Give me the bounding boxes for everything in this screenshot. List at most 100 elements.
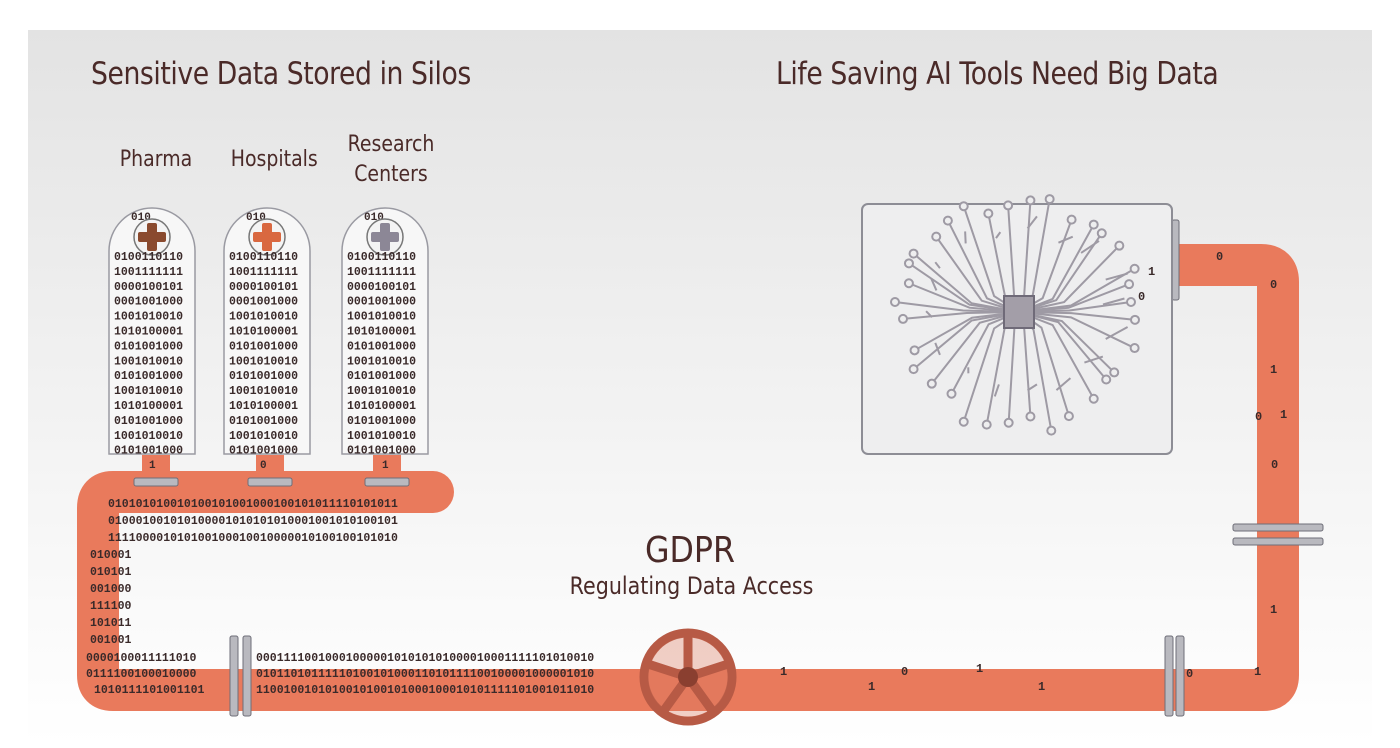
silo-binary-row: 0001001000 bbox=[114, 296, 183, 309]
circuit-branch bbox=[1102, 297, 1125, 306]
silo-binary-row: 1001010010 bbox=[229, 385, 298, 398]
pipe-binary-vertical: 010101 bbox=[90, 566, 132, 579]
pipe-binary-bottom-left: 0000100011111010 bbox=[86, 652, 197, 665]
silo-binary-row: 0100110110 bbox=[114, 251, 183, 264]
silo-tab-bit: 1 bbox=[382, 460, 389, 472]
scattered-bit: 1 bbox=[780, 665, 787, 679]
silo-label-research: Research Centers bbox=[347, 132, 435, 187]
circuit-node bbox=[958, 201, 969, 212]
circuit-node bbox=[1025, 195, 1036, 206]
pipe-binary-vertical: 010001 bbox=[90, 549, 132, 562]
pipe-binary-vertical: 101011 bbox=[90, 617, 132, 630]
scattered-bit: 0 bbox=[1216, 250, 1223, 264]
circuit-node bbox=[890, 297, 900, 307]
silo-binary-row: 1001010010 bbox=[114, 385, 183, 398]
circuit-node bbox=[1129, 314, 1140, 325]
scattered-bit: 0 bbox=[1270, 278, 1277, 292]
silo-binary-row: 0001001000 bbox=[347, 296, 416, 309]
circuit-node bbox=[898, 313, 909, 324]
circuit-branch bbox=[995, 231, 1002, 239]
scattered-bit: 0 bbox=[1271, 458, 1278, 472]
circuit-node bbox=[903, 278, 914, 289]
pipe-binary-top: 0100010010101000010101010100010010101001… bbox=[108, 515, 398, 528]
scattered-bit: 1 bbox=[1270, 603, 1277, 617]
scattered-bit: 1 bbox=[976, 662, 983, 676]
circuit-node bbox=[1126, 297, 1136, 307]
data-pipe bbox=[77, 244, 1299, 711]
pipeline-diagram: 0100100110110100111111100001001010001001… bbox=[77, 194, 1324, 726]
silo-binary-row: 0101001000 bbox=[114, 415, 183, 428]
circuit-node bbox=[931, 231, 942, 242]
silo-binary-row: 0101001000 bbox=[347, 445, 416, 458]
pipe-binary-bottom-mid: 1100100101010010100101000100010101111101… bbox=[256, 684, 594, 697]
circuit-branch bbox=[934, 261, 941, 269]
circuit-branch bbox=[964, 231, 967, 244]
circuit-node bbox=[1044, 194, 1055, 205]
circuit-node bbox=[1124, 279, 1135, 290]
silo-binary-row: 1010100001 bbox=[229, 400, 298, 413]
silo-binary-row: 1001010010 bbox=[114, 311, 183, 324]
silo-0: 0100100110110100111111100001001010001001… bbox=[108, 207, 196, 472]
silo-binary-row: 0100110110 bbox=[229, 251, 298, 264]
circuit-node bbox=[1003, 417, 1014, 428]
silo-binary-row: 1001010010 bbox=[114, 355, 183, 368]
circuit-branch bbox=[1058, 235, 1074, 244]
circuit-branch bbox=[925, 310, 933, 318]
silo-binary-row: 1010100001 bbox=[114, 400, 183, 413]
silo-binary-row: 0001001000 bbox=[229, 296, 298, 309]
scattered-bit: 1 bbox=[868, 680, 875, 694]
circuit-branch bbox=[1105, 272, 1128, 281]
circuit-trace bbox=[1018, 311, 1136, 349]
silo-binary-row: 0101001000 bbox=[229, 370, 298, 383]
circuit-node bbox=[1088, 219, 1099, 230]
circuit-node bbox=[1025, 411, 1036, 422]
silo-binary-row: 1001010010 bbox=[347, 430, 416, 443]
left-title: Sensitive Data Stored in Silos bbox=[91, 56, 471, 92]
circuit-branch bbox=[1055, 377, 1072, 391]
silo-binary-row: 0000100101 bbox=[347, 281, 416, 294]
medical-cross-icon bbox=[248, 218, 286, 256]
silo-binary-row: 0000100101 bbox=[229, 281, 298, 294]
circuit-node bbox=[1129, 263, 1140, 274]
pipe-binary-bottom-mid: 0001111001000100000101010101000010001111… bbox=[256, 652, 594, 665]
circuit-branch bbox=[993, 384, 1000, 397]
scattered-bit: 1 bbox=[1280, 408, 1287, 422]
silo-binary-row: 0101001000 bbox=[347, 415, 416, 428]
pipe-binary-top: 0101010100101001010010001001010111101010… bbox=[108, 498, 398, 511]
silo-1: 0100100110110100111111100001001010001001… bbox=[223, 207, 311, 472]
silo-binary-row: 0101001000 bbox=[347, 340, 416, 353]
circuit-node bbox=[1066, 214, 1077, 225]
silo-2: 0100100110110100111111100001001010001001… bbox=[341, 207, 429, 472]
pipe-binary-vertical: 001001 bbox=[90, 634, 132, 647]
silo-binary-row: 1001010010 bbox=[347, 311, 416, 324]
silo-binary-row: 1001010010 bbox=[229, 311, 298, 324]
medical-cross-icon bbox=[133, 218, 171, 256]
silo-binary-row: 1001010010 bbox=[347, 355, 416, 368]
circuit-node bbox=[946, 388, 957, 399]
silo-binary-row: 1001010010 bbox=[229, 430, 298, 443]
pipe-binary-bottom-left: 1010111101001101 bbox=[94, 684, 205, 697]
circuit-trace bbox=[894, 301, 1020, 313]
pipe-binary-top: 1111000010101001000100100000101001001010… bbox=[108, 532, 398, 545]
circuit-node bbox=[926, 378, 937, 389]
silo-binary-row: 0101001000 bbox=[229, 340, 298, 353]
silo-binary-row: 0100110110 bbox=[347, 251, 416, 264]
circuit-node bbox=[908, 248, 919, 259]
circuit-branch bbox=[930, 278, 938, 291]
ai-brain-chip-icon bbox=[861, 194, 1173, 455]
medical-cross-icon bbox=[366, 218, 404, 256]
silo-binary-row: 1010100001 bbox=[229, 326, 298, 339]
circuit-branch bbox=[1027, 383, 1038, 392]
circuit-node bbox=[1096, 228, 1107, 239]
silo-binary-row: 1001010010 bbox=[229, 355, 298, 368]
scattered-bit: 1 bbox=[1038, 680, 1045, 694]
circuit-node bbox=[1101, 374, 1112, 385]
pipe-binary-vertical: 001000 bbox=[90, 583, 132, 596]
pipe-binary-bottom-left: 0111100100010000 bbox=[86, 668, 197, 681]
silo-binary-row: 1001111111 bbox=[229, 266, 298, 279]
valve-wheel-icon bbox=[639, 628, 737, 726]
silo-binary-row: 1010100001 bbox=[347, 326, 416, 339]
scattered-bit: 1 bbox=[1148, 265, 1155, 279]
silo-binary-row: 0101001000 bbox=[114, 340, 183, 353]
